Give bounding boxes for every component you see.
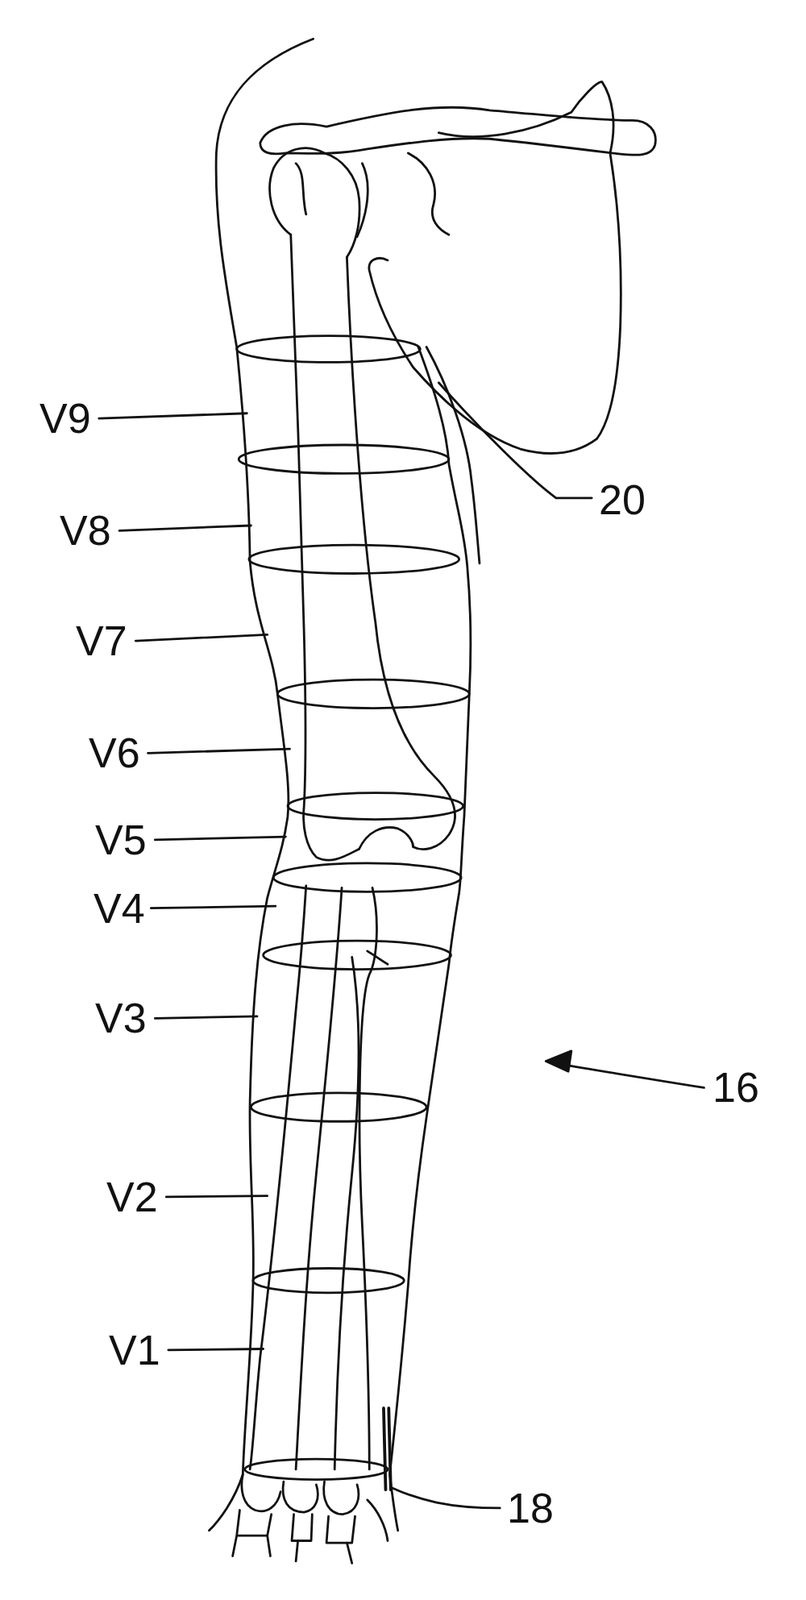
radius — [249, 885, 307, 1470]
leader-line — [391, 1487, 500, 1509]
segment-label: V2 — [104, 1175, 160, 1218]
humerus — [346, 257, 455, 850]
segment-label: V1 — [107, 1329, 163, 1372]
segment-ring — [238, 444, 449, 474]
leader-arrow — [556, 1063, 705, 1088]
segment-ring — [287, 793, 464, 820]
segment-ring — [245, 1458, 388, 1480]
humerus — [290, 234, 360, 861]
humerus — [295, 163, 307, 215]
segment-label: V4 — [91, 887, 147, 930]
humerus — [270, 148, 360, 258]
ulna — [334, 956, 359, 1469]
humerus-condyle — [359, 827, 414, 850]
callout-number: 18 — [505, 1487, 556, 1529]
arm-outline — [390, 346, 471, 1530]
leader-line — [148, 748, 291, 753]
radius — [295, 887, 342, 1470]
segment-ring — [273, 863, 462, 892]
leader-line — [168, 1349, 264, 1351]
segment-label: V6 — [87, 731, 142, 774]
segment-label: V8 — [58, 509, 113, 552]
segment-label: V9 — [37, 397, 93, 440]
ulna — [367, 951, 388, 964]
scapula — [369, 81, 621, 453]
leader-line — [154, 1016, 258, 1019]
scapula-spine — [407, 153, 449, 235]
arm-drawing — [99, 38, 705, 1563]
leader-line — [135, 634, 267, 641]
arrow-head — [545, 1051, 572, 1072]
segment-label: V7 — [74, 619, 129, 662]
segment-ring — [253, 1268, 404, 1293]
callout-number: 20 — [597, 478, 648, 521]
sensor-strip — [383, 1408, 391, 1490]
axilla-line — [426, 346, 480, 563]
segment-ring — [249, 544, 460, 574]
carpal-bones — [232, 1474, 388, 1563]
segment-ring — [250, 1092, 427, 1122]
leader-line — [166, 1196, 267, 1197]
callout-number: 16 — [710, 1066, 761, 1109]
leader-line — [150, 905, 275, 909]
leader-line — [99, 413, 248, 419]
segment-ring — [236, 336, 421, 363]
leader-line — [154, 836, 286, 840]
leader-line — [438, 382, 592, 499]
segment-ring — [263, 940, 452, 969]
segment-label: V5 — [93, 818, 149, 861]
leader-line — [119, 525, 251, 531]
segment-label: V3 — [93, 997, 149, 1039]
arm-outline — [208, 38, 313, 1531]
ulna — [359, 887, 377, 1470]
clavicle — [260, 107, 657, 155]
